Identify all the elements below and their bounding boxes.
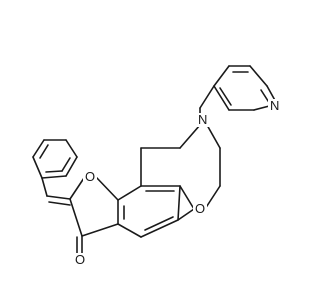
- bond: [249, 65, 268, 87]
- oxazine-nitrogen-label: N: [198, 112, 207, 127]
- bond: [204, 185, 221, 210]
- bond: [117, 185, 142, 201]
- benzo-ring: [117, 185, 195, 238]
- carbonyl-oxygen-label: O: [75, 252, 85, 267]
- bond: [177, 185, 181, 221]
- furanone-ring: [69, 176, 119, 258]
- benzylidene-linker: [41, 177, 71, 206]
- atom-labels: N N O O O: [73, 98, 282, 267]
- bond: [46, 195, 71, 200]
- bond: [179, 185, 195, 210]
- furan-oxygen-label: O: [85, 169, 95, 184]
- bond: [117, 223, 142, 238]
- bond: [39, 144, 49, 159]
- methylene-linker: [199, 85, 215, 116]
- bond: [32, 156, 43, 179]
- bond: [69, 198, 83, 237]
- pyridine-nitrogen-label: N: [270, 98, 279, 113]
- bond: [213, 65, 230, 87]
- bond: [213, 85, 230, 111]
- bond: [45, 170, 63, 173]
- bond: [95, 176, 119, 201]
- bond: [65, 139, 78, 158]
- phenyl-ring: [32, 139, 78, 179]
- bond: [179, 124, 201, 149]
- bond: [48, 201, 71, 206]
- bond: [32, 139, 45, 158]
- pyridine-ring: [213, 65, 278, 111]
- bond: [81, 223, 119, 237]
- oxazine-ring: [140, 124, 221, 221]
- oxazine-oxygen-label: O: [195, 201, 205, 216]
- bond: [65, 156, 78, 177]
- bond: [144, 216, 174, 231]
- bond: [199, 85, 215, 109]
- bond: [140, 219, 179, 238]
- bond: [41, 175, 67, 179]
- bond: [206, 124, 221, 149]
- molecule-structure: N N O O O: [32, 65, 282, 267]
- bond: [219, 87, 232, 106]
- bond: [177, 208, 195, 221]
- bond: [41, 177, 48, 197]
- bond: [61, 157, 71, 172]
- bond: [69, 177, 85, 200]
- molecule-diagram: N N O O O: [32, 65, 282, 267]
